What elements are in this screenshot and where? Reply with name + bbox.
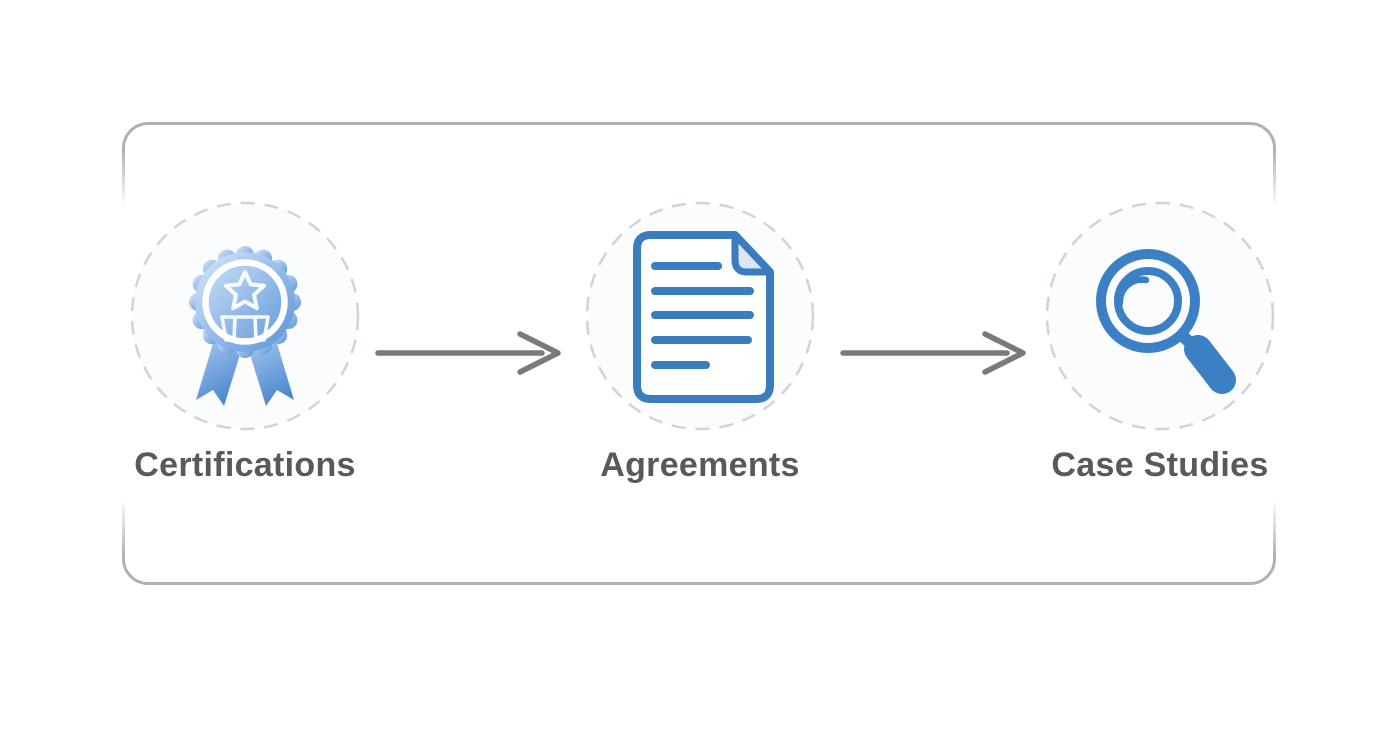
arrow-right-icon [840, 331, 1026, 375]
step-case-studies: Case Studies [1030, 196, 1290, 506]
magnifying-glass-icon [1096, 249, 1236, 394]
frame-left-fade [112, 150, 134, 556]
step-label: Certifications [134, 446, 356, 484]
step-agreements: Agreements [570, 196, 830, 506]
frame-right-fade [1258, 150, 1280, 556]
step-label: Agreements [600, 446, 800, 484]
step-certifications: Certifications [115, 196, 375, 506]
award-ribbon-icon [189, 246, 301, 406]
arrow-right-icon [375, 331, 561, 375]
document-icon [633, 231, 774, 403]
step-label: Case Studies [1051, 446, 1269, 484]
